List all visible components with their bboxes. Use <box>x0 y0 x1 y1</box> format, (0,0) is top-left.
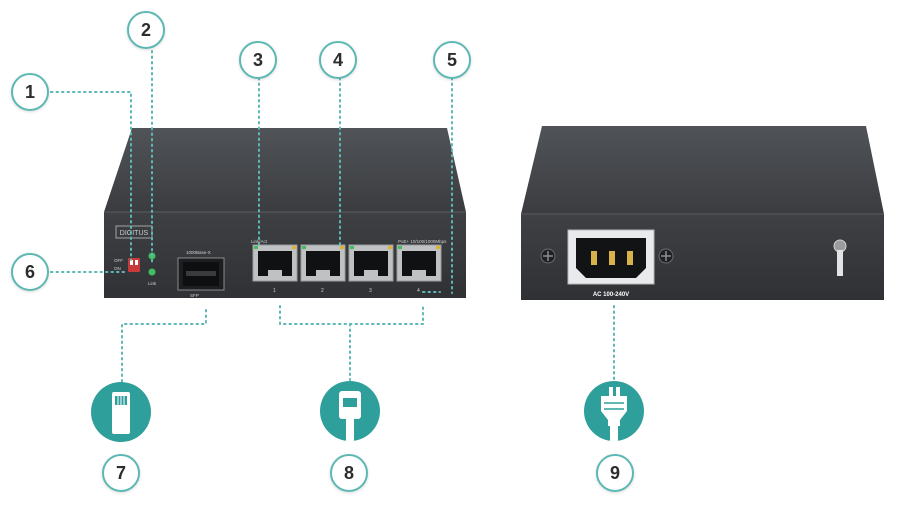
screw-right-icon <box>658 248 674 264</box>
port-number-1: 1 <box>273 288 276 294</box>
rear-switch-top <box>521 126 884 214</box>
dip-off-label: OFF <box>114 258 123 263</box>
sfp-port[interactable] <box>177 257 225 291</box>
port-header: Link/Act <box>251 239 268 244</box>
front-switch: DIGITUS OFF ON Link 1000Base-X SFP Link/… <box>104 128 466 298</box>
brand-text: DIGITUS <box>120 230 149 237</box>
rj45-port-3[interactable] <box>348 244 394 282</box>
rj45-port-1[interactable] <box>252 244 298 282</box>
callout-5: 5 <box>433 41 471 79</box>
callout-3: 3 <box>239 41 277 79</box>
link-label: Link <box>148 281 157 286</box>
ground-screw-icon <box>833 239 847 276</box>
callout-9: 9 <box>596 454 634 492</box>
link-led <box>148 268 156 276</box>
dip-on-label: ON <box>114 266 121 271</box>
dip-switch-icon <box>91 382 151 442</box>
poe-header: PoE+ 10/100/1000Mbps <box>398 239 447 244</box>
port-number-2: 2 <box>321 288 324 294</box>
callout-4: 4 <box>319 41 357 79</box>
port-number-4: 4 <box>417 288 420 294</box>
rj45-port-2[interactable] <box>300 244 346 282</box>
rj45-port-4[interactable] <box>396 244 442 282</box>
power-cable-icon <box>584 381 644 442</box>
callout-1: 1 <box>11 73 49 111</box>
power-label: AC 100-240V <box>593 292 629 298</box>
sfp-port-label: SFP <box>190 293 199 298</box>
rj45-cable-icon <box>320 381 380 441</box>
callout-2: 2 <box>127 11 165 49</box>
dip-switch[interactable] <box>128 258 140 272</box>
power-socket[interactable] <box>567 229 655 285</box>
screw-left-icon <box>540 248 556 264</box>
callout-8: 8 <box>330 454 368 492</box>
sfp-header: 1000Base-X <box>186 250 211 255</box>
rear-switch: AC 100-240V <box>521 126 884 300</box>
callout-7: 7 <box>102 454 140 492</box>
port-number-3: 3 <box>369 288 372 294</box>
front-switch-top <box>104 128 466 212</box>
callout-6: 6 <box>11 253 49 291</box>
